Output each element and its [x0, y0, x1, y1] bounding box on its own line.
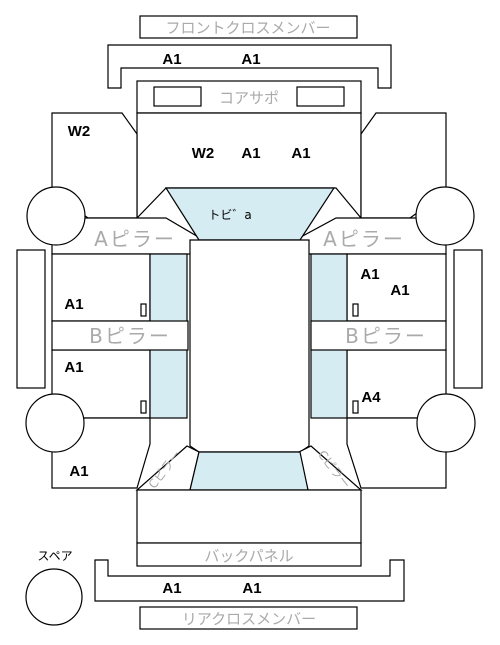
rear-cm-left-code: A1	[162, 580, 181, 597]
front-cross-member-label: フロントクロスメンバー	[165, 19, 330, 37]
front-right-wheel[interactable]	[415, 186, 475, 246]
rear-cm-right-code: A1	[242, 580, 261, 597]
front-cross-member[interactable]	[107, 44, 392, 89]
front-cm-left-code: A1	[162, 51, 181, 68]
rear-left-door-code: A1	[64, 359, 83, 376]
windshield-label: トビ゛a	[208, 208, 251, 222]
headlight-left	[153, 86, 202, 107]
front-left-wheel[interactable]	[26, 186, 86, 246]
right-side-molding[interactable]	[453, 249, 483, 389]
rear-cross-member-box[interactable]	[139, 606, 358, 630]
a-pillar-left-label: Aピラー	[94, 227, 176, 251]
front-cross-member-box[interactable]	[139, 15, 358, 39]
front-center-2-code: A1	[241, 145, 260, 162]
trunk-lid[interactable]	[136, 489, 362, 544]
b-pillar-left-label: Bピラー	[89, 324, 171, 348]
rear-right-wheel[interactable]	[416, 393, 476, 453]
front-right-door-handle	[352, 303, 359, 317]
front-center-3-code: A1	[291, 145, 310, 162]
roof[interactable]	[189, 239, 310, 453]
front-left-fender-code: W2	[68, 123, 91, 140]
rear-left-door-handle	[140, 400, 147, 414]
a-pillar-right-label: Aピラー	[323, 227, 405, 251]
back-panel[interactable]	[136, 542, 362, 567]
core-support-label: コアサポ	[219, 89, 279, 107]
spare-label: スペア	[37, 549, 72, 563]
rear-glass[interactable]	[189, 451, 309, 491]
rear-right-door-handle	[352, 400, 359, 414]
rear-right-door-code: A4	[361, 389, 381, 406]
rear-left-quarter-code: A1	[69, 463, 88, 480]
b-pillar-right-label: Bピラー	[345, 324, 427, 348]
headlight-right	[296, 86, 345, 107]
b-pillar-left[interactable]	[51, 320, 189, 351]
b-pillar-right[interactable]	[310, 320, 447, 351]
front-center-1-code: W2	[192, 145, 215, 162]
back-panel-label: バックパネル	[204, 547, 293, 565]
front-right-door-code-2: A1	[390, 282, 409, 299]
left-side-molding[interactable]	[16, 249, 46, 389]
front-cm-right-code: A1	[241, 51, 260, 68]
rear-cross-member[interactable]	[94, 559, 405, 602]
front-left-door-code: A1	[64, 296, 83, 313]
front-left-door-handle	[140, 303, 147, 317]
front-right-door-code-1: A1	[360, 266, 379, 283]
rear-left-wheel[interactable]	[25, 393, 85, 453]
rear-cross-member-label: リアクロスメンバー	[182, 610, 316, 628]
spare-tire[interactable]	[25, 568, 83, 626]
